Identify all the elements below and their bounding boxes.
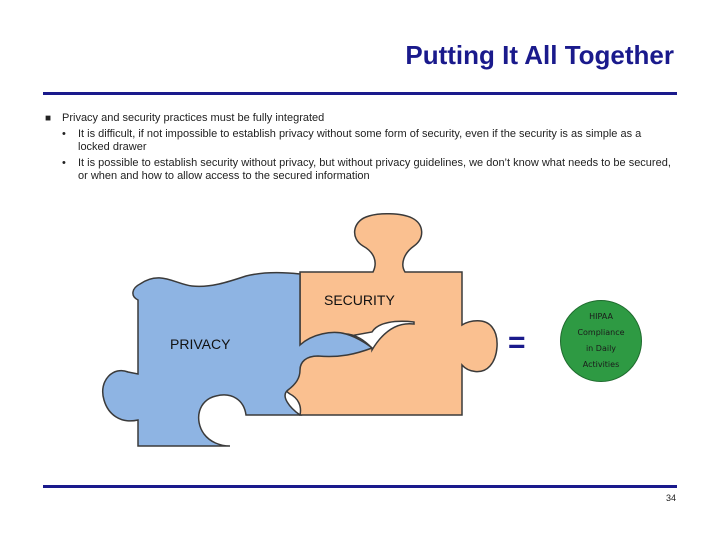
slide-title: Putting It All Together	[405, 40, 674, 70]
hipaa-compliance-text: HIPAA Compliance in Daily Activities	[577, 312, 625, 369]
security-puzzle-piece	[282, 213, 498, 416]
sub-bullet: • It is difficult, if not impossible to …	[45, 128, 675, 154]
main-bullet-text: Privacy and security practices must be f…	[62, 112, 325, 124]
sub-bullet: • It is possible to establish security w…	[45, 157, 675, 183]
title-divider	[43, 92, 677, 95]
hipaa-compliance-circle: HIPAA Compliance in Daily Activities	[560, 300, 642, 382]
main-bullet: ■ Privacy and security practices must be…	[45, 112, 675, 125]
privacy-label: PRIVACY	[170, 336, 231, 352]
dot-bullet-icon: •	[62, 157, 66, 169]
footer-divider	[43, 485, 677, 488]
dot-bullet-icon: •	[62, 128, 66, 140]
sub-bullet-text: It is difficult, if not impossible to es…	[78, 128, 642, 153]
square-bullet-icon: ■	[45, 113, 52, 124]
equals-sign: =	[508, 326, 526, 359]
security-label: SECURITY	[324, 292, 395, 308]
sub-bullet-text: It is possible to establish security wit…	[78, 157, 671, 182]
privacy-puzzle-piece	[101, 271, 374, 447]
page-number: 34	[665, 493, 676, 503]
bullet-list: ■ Privacy and security practices must be…	[45, 112, 675, 183]
